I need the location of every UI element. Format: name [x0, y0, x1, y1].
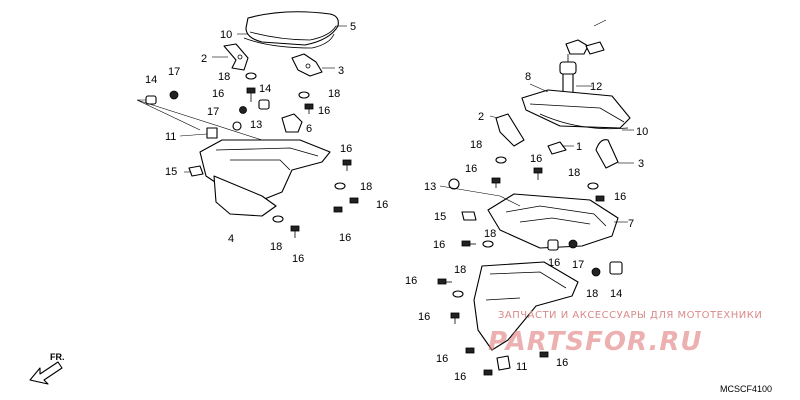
callout-label: 18 [454, 264, 466, 276]
callout-label: 16 [436, 353, 448, 365]
key-set [559, 39, 605, 97]
callout-label: 16 [339, 232, 351, 244]
callout-label: 15 [434, 211, 446, 223]
callout-label: 16 [454, 371, 466, 383]
callout-label: 16 [548, 257, 560, 269]
watermark: ЗАПЧАСТИ И АКСЕССУАРЫ ДЛЯ МОТОТЕХНИКИ PA… [488, 310, 762, 357]
callout-label: 3 [638, 158, 644, 170]
callout-label: 6 [306, 123, 312, 135]
callout-label: 18 [360, 181, 372, 193]
callout-label: 10 [220, 29, 232, 41]
callout-label: 14 [145, 74, 157, 86]
storage-tray-right [487, 193, 619, 249]
callout-label: 2 [201, 53, 207, 65]
callout-label: 16 [530, 153, 542, 165]
left-assembly [136, 11, 359, 238]
watermark-line1: ЗАПЧАСТИ И АКСЕССУАРЫ ДЛЯ МОТОТЕХНИКИ [498, 310, 762, 321]
lid-seal [243, 33, 335, 49]
callout-label: 3 [338, 65, 344, 77]
callout-labels: 10 5 2 3 18 14 17 16 18 17 14 16 13 6 11… [145, 21, 648, 383]
callout-label: 16 [433, 239, 445, 251]
callout-label: 14 [610, 288, 622, 300]
callout-label: 17 [572, 259, 584, 271]
callout-label: 18 [586, 288, 598, 300]
callout-label: 16 [376, 199, 388, 211]
callout-label: 15 [165, 166, 177, 178]
hinge-right [291, 53, 323, 77]
callout-label: 16 [212, 88, 224, 100]
callout-label: 18 [484, 228, 496, 240]
callout-label: 16 [340, 143, 352, 155]
callout-label: 18 [328, 88, 340, 100]
callout-label: 16 [418, 311, 430, 323]
callout-label: 12 [590, 81, 602, 93]
latch [281, 113, 303, 133]
callout-label: 16 [614, 191, 626, 203]
watermark-logo: PARTSFOR.RU [488, 327, 702, 357]
front-label: FR. [50, 352, 65, 362]
right-assembly [437, 19, 634, 376]
callout-label: 17 [207, 106, 219, 118]
callout-label: 10 [636, 126, 648, 138]
seat-lid-right [521, 89, 631, 129]
callout-label: 18 [218, 71, 230, 83]
callout-label: 11 [516, 361, 527, 373]
pocket-left [213, 175, 277, 217]
hinge-left [223, 43, 249, 71]
callout-label: 18 [568, 167, 580, 179]
callout-label: 7 [628, 218, 634, 230]
callout-label: 1 [576, 141, 582, 153]
callout-label: 5 [350, 21, 356, 33]
callout-label: 18 [470, 139, 482, 151]
callout-label: 17 [168, 66, 180, 78]
callout-label: 4 [228, 233, 234, 245]
callout-label: 11 [165, 131, 176, 143]
callout-label: 16 [292, 253, 304, 265]
callout-label: 13 [424, 181, 436, 193]
callout-label: 14 [259, 83, 271, 95]
callout-label: 16 [405, 275, 417, 287]
pocket-right [473, 261, 579, 351]
front-arrow-icon: FR. [29, 352, 65, 385]
callout-label: 16 [556, 357, 568, 369]
callout-label: 8 [525, 71, 531, 83]
callout-label: 16 [465, 163, 477, 175]
seat-lid [245, 11, 339, 46]
diagram-code: MCSCF4100 [720, 384, 772, 394]
callout-label: 2 [478, 111, 484, 123]
callout-label: 13 [250, 119, 262, 131]
callout-label: 18 [270, 241, 282, 253]
callout-label: 16 [318, 105, 330, 117]
